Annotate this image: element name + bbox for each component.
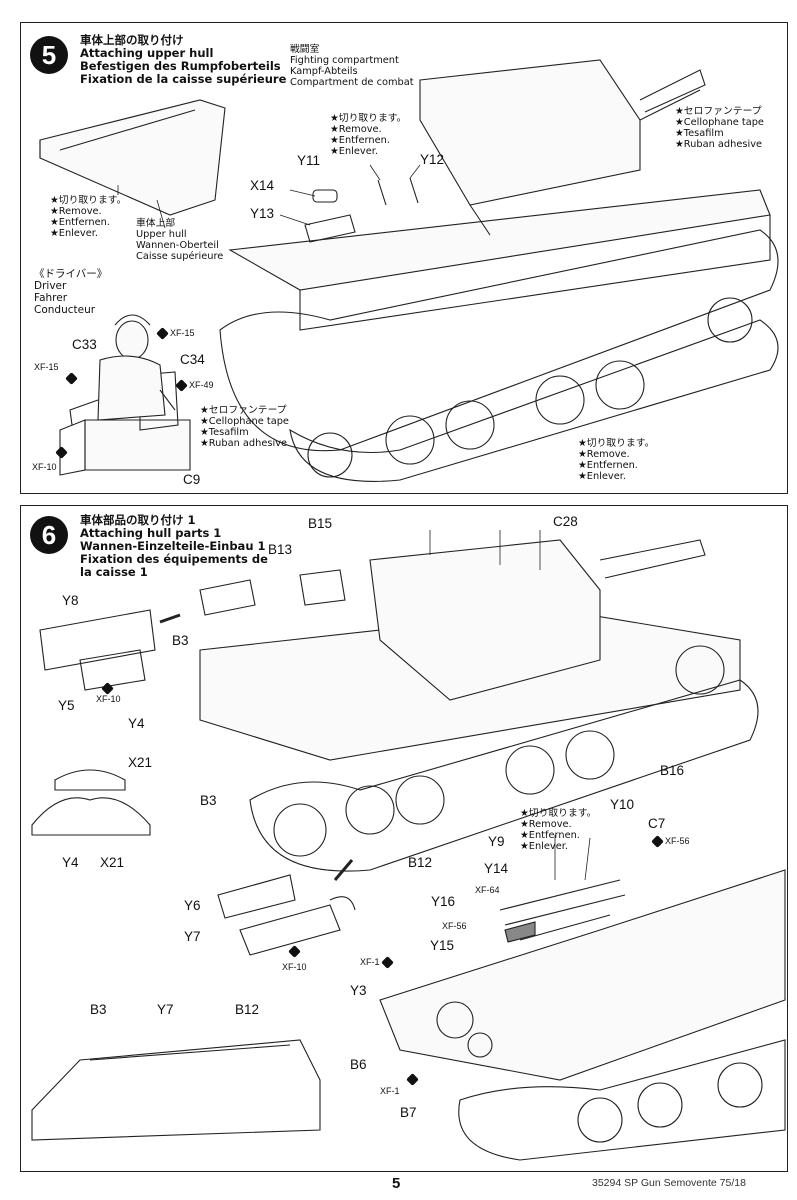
- part-y7-b: Y7: [157, 1002, 174, 1017]
- upper-hull-label: 車体上部 Upper hull Wannen-Oberteil Caisse s…: [136, 218, 224, 262]
- part-y8: Y8: [62, 593, 79, 608]
- paint-xf1-b: XF-1: [380, 1086, 400, 1096]
- part-b13: B13: [268, 542, 293, 557]
- part-b3-c: B3: [90, 1002, 107, 1017]
- part-y11: Y11: [297, 153, 321, 168]
- paint-xf15-left: XF-15: [34, 362, 59, 372]
- part-b3-b: B3: [200, 793, 217, 808]
- paint-xf1-a: XF-1: [360, 956, 395, 969]
- step-5-title: 車体上部の取り付け Attaching upper hull Befestige…: [80, 34, 286, 86]
- part-y9: Y9: [488, 834, 505, 849]
- kit-code: 35294 SP Gun Semovente 75/18: [592, 1177, 746, 1189]
- part-y15: Y15: [430, 938, 455, 953]
- part-y13: Y13: [250, 206, 275, 221]
- part-c9: C9: [183, 472, 201, 487]
- part-b3-a: B3: [172, 633, 189, 648]
- part-y16: Y16: [431, 894, 456, 909]
- title-en: Attaching upper hull: [80, 46, 214, 60]
- step-6-number: 6: [30, 516, 68, 554]
- cellophane-note-bottom: ★セロファンテープ ★Cellophane tape ★Tesafilm ★Ru…: [200, 405, 289, 449]
- paint-xf64: XF-64: [475, 885, 500, 895]
- part-y7-a: Y7: [184, 929, 201, 944]
- step-5-number: 5: [30, 36, 68, 74]
- part-c7: C7: [648, 816, 666, 831]
- part-b16: B16: [660, 763, 685, 778]
- driver-label: 《ドライバー》 Driver Fahrer Conducteur: [34, 268, 108, 316]
- part-c34: C34: [180, 352, 205, 367]
- part-b15: B15: [308, 516, 333, 531]
- paint-xf56-b: XF-56: [442, 921, 467, 931]
- part-y12: Y12: [420, 152, 445, 167]
- paint-dot-icon: [380, 956, 394, 969]
- part-x14: X14: [250, 178, 275, 193]
- page-number: 5: [392, 1175, 401, 1192]
- paint-xf10: XF-10: [32, 462, 57, 472]
- part-x21-a: X21: [128, 755, 153, 770]
- fighting-compartment-label: 戦闘室 Fighting compartment Kampf-Abteils C…: [290, 44, 414, 88]
- part-x21-b: X21: [100, 855, 125, 870]
- title-fr: Fixation de la caisse supérieure: [80, 72, 287, 86]
- remove-note-step6: ★切り取ります。 ★Remove. ★Entfernen. ★Enlever.: [520, 808, 597, 852]
- part-b12-a: B12: [408, 855, 433, 870]
- part-c33: C33: [72, 337, 97, 352]
- part-y4-a: Y4: [128, 716, 145, 731]
- paint-xf10-b: XF-10: [282, 962, 307, 972]
- paint-xf56-a: XF-56: [650, 835, 690, 848]
- part-b6: B6: [350, 1057, 367, 1072]
- paint-xf15-right: XF-15: [155, 327, 195, 340]
- part-y14: Y14: [484, 861, 509, 876]
- part-y3: Y3: [350, 983, 367, 998]
- part-y10: Y10: [610, 797, 635, 812]
- part-b12-b: B12: [235, 1002, 260, 1017]
- part-y6: Y6: [184, 898, 201, 913]
- remove-note-bottom: ★切り取ります。 ★Remove. ★Entfernen. ★Enlever.: [578, 438, 655, 482]
- remove-note-top: ★切り取ります。 ★Remove. ★Entfernen. ★Enlever.: [330, 113, 407, 157]
- paint-xf10-a: XF-10: [96, 694, 121, 704]
- part-y4-b: Y4: [62, 855, 79, 870]
- part-b7: B7: [400, 1105, 417, 1120]
- part-c28: C28: [553, 514, 578, 529]
- paint-xf49: XF-49: [174, 379, 214, 392]
- remove-note-left: ★切り取ります。 ★Remove. ★Entfernen. ★Enlever.: [50, 195, 127, 239]
- title-ja: 車体上部の取り付け: [80, 33, 184, 47]
- paint-dot-icon: [651, 835, 664, 848]
- title-de: Befestigen des Rumpfoberteils: [80, 59, 281, 73]
- step-6-title: 車体部品の取り付け 1 Attaching hull parts 1 Wanne…: [80, 513, 268, 579]
- cellophane-note-top: ★セロファンテープ ★Cellophane tape ★Tesafilm ★Ru…: [675, 106, 764, 150]
- part-y5: Y5: [58, 698, 75, 713]
